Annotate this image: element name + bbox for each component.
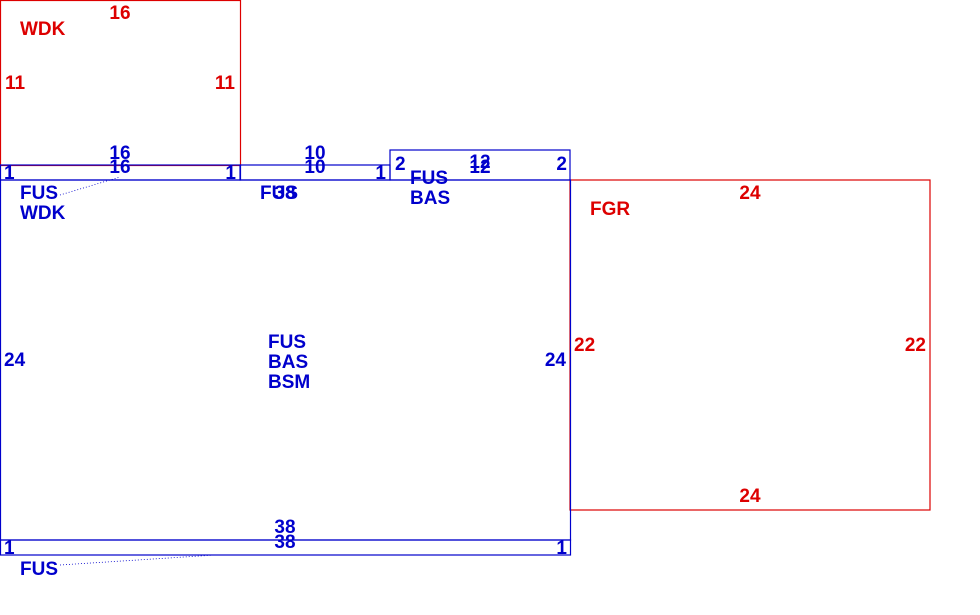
bay-bottom-dimension: 12 bbox=[469, 157, 490, 178]
main-code-1: FUS bbox=[268, 332, 306, 353]
back-left-code-1: FUS bbox=[20, 183, 58, 204]
deck-left-dimension: 11 bbox=[5, 73, 26, 94]
garage-bottom-dimension: 24 bbox=[739, 486, 761, 507]
back-mid-left-dimension: 1 bbox=[375, 163, 386, 184]
main-bottom-dimension: 38 bbox=[274, 517, 295, 538]
back-left-left-dimension: 1 bbox=[4, 163, 15, 184]
deck-code-label: WDK bbox=[20, 19, 66, 40]
bay-top-dimension: 12 bbox=[469, 152, 490, 173]
back-mid-code: FUS bbox=[260, 183, 298, 204]
garage-left-dimension: 22 bbox=[574, 335, 595, 356]
garage-right-dimension: 22 bbox=[905, 335, 926, 356]
back-left-top-dimension: 16 bbox=[109, 143, 130, 164]
front-top-dimension: 38 bbox=[274, 532, 295, 553]
back-mid-top-dimension: 10 bbox=[304, 143, 325, 164]
front-left-dimension: 1 bbox=[4, 538, 15, 559]
bay-right-dimension: 2 bbox=[556, 154, 567, 175]
back-left-bottom-dimension: 16 bbox=[109, 157, 130, 178]
garage-code-label: FGR bbox=[590, 199, 630, 220]
back-left-code-2: WDK bbox=[20, 203, 66, 224]
front-code: FUS bbox=[20, 559, 58, 580]
deck-top-dimension: 16 bbox=[109, 3, 130, 24]
front-right-dimension: 1 bbox=[556, 538, 567, 559]
main-code-2: BAS bbox=[268, 352, 308, 373]
garage-top-dimension: 24 bbox=[739, 183, 761, 204]
back-left-right-dimension: 1 bbox=[225, 163, 236, 184]
main-top-dimension: 38 bbox=[274, 183, 295, 204]
garage-outline bbox=[569, 179, 931, 511]
bay-code-2: BAS bbox=[410, 188, 450, 209]
bay-left-dimension: 2 bbox=[395, 154, 406, 175]
main-right-dimension: 24 bbox=[545, 350, 567, 371]
main-code-3: BSM bbox=[268, 372, 310, 393]
back-mid-bottom-dimension: 10 bbox=[304, 157, 325, 178]
bay-code-1: FUS bbox=[410, 168, 448, 189]
bay-outline bbox=[389, 149, 571, 181]
front-strip-outline bbox=[0, 539, 572, 556]
leader-line-front bbox=[59, 554, 216, 566]
deck-right-dimension: 11 bbox=[215, 73, 236, 94]
main-left-dimension: 24 bbox=[4, 350, 26, 371]
